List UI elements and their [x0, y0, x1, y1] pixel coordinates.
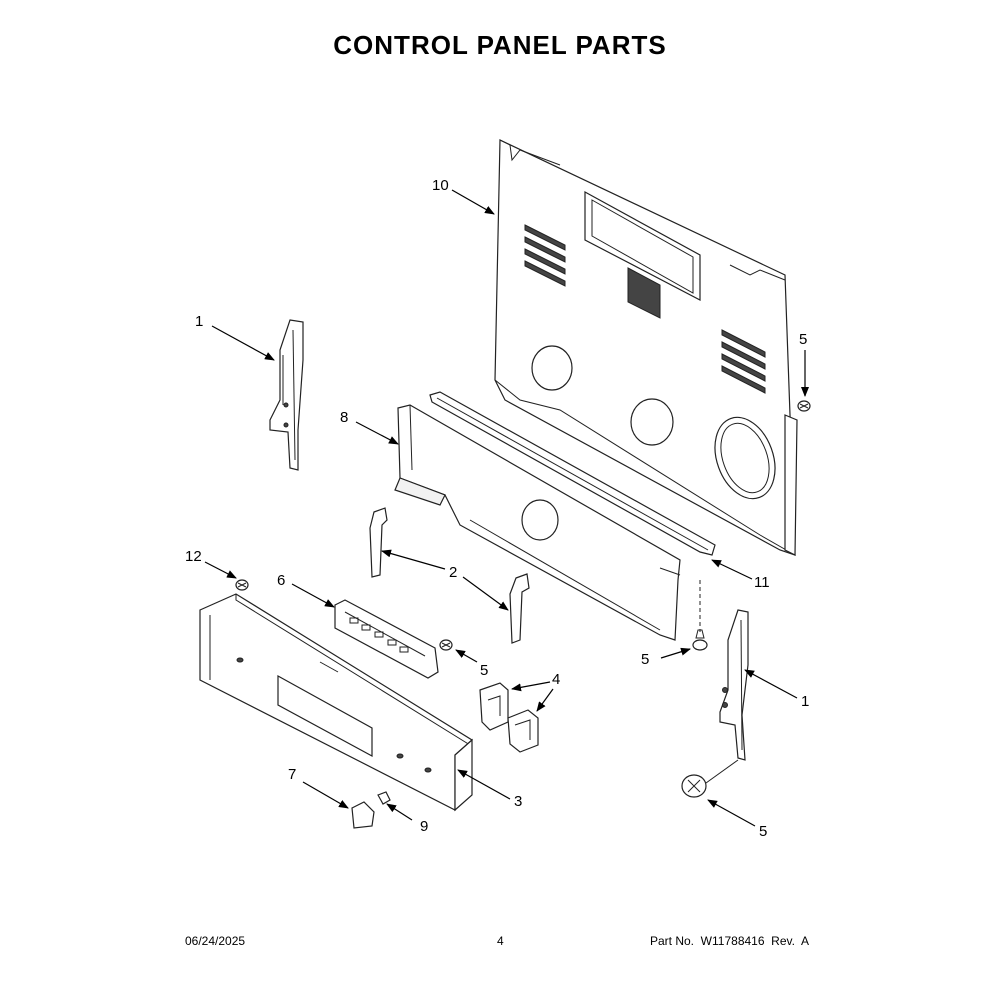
footer-page-number: 4	[497, 934, 504, 948]
footer-date: 06/24/2025	[185, 934, 246, 948]
callout-1-right: 1	[801, 693, 809, 710]
rear-shield-part-10	[494, 139, 798, 556]
rail-part-11	[429, 391, 716, 556]
callout-8: 8	[340, 409, 348, 426]
callout-10: 10	[432, 177, 449, 194]
callout-7: 7	[288, 766, 296, 783]
knob-insert-part-9	[377, 791, 391, 805]
side-bracket-part-1-left	[269, 319, 304, 471]
callout-11: 11	[754, 574, 770, 591]
screw-part-5-d	[681, 759, 739, 798]
control-board-part-6	[334, 599, 439, 679]
callout-12: 12	[185, 548, 202, 565]
footer-part-number: Part No. W11788416 Rev. A	[650, 934, 809, 948]
callout-9: 9	[420, 818, 428, 835]
callout-6: 6	[277, 572, 285, 589]
page-title: CONTROL PANEL PARTS	[333, 30, 667, 60]
bracket-part-2	[369, 507, 530, 644]
screw-part-5-a	[797, 400, 811, 412]
callout-5-top-right: 5	[799, 331, 807, 348]
callout-5-center: 5	[641, 651, 649, 668]
callout-2: 2	[449, 564, 457, 581]
side-bracket-part-1-right	[719, 609, 749, 761]
knob-part-7	[351, 801, 375, 829]
callout-5-board: 5	[480, 662, 488, 679]
console-part-3	[199, 593, 474, 812]
switch-part-4	[479, 682, 539, 753]
callout-leaders	[204, 189, 809, 827]
bracket-part-8	[394, 404, 681, 641]
screw-part-5-c	[692, 580, 708, 651]
callout-3: 3	[514, 793, 522, 810]
callout-1-left: 1	[195, 313, 203, 330]
screw-part-5-b	[439, 639, 453, 651]
callout-5-bottom-right: 5	[759, 823, 767, 840]
screw-part-12	[235, 579, 249, 591]
callout-4: 4	[552, 671, 560, 688]
